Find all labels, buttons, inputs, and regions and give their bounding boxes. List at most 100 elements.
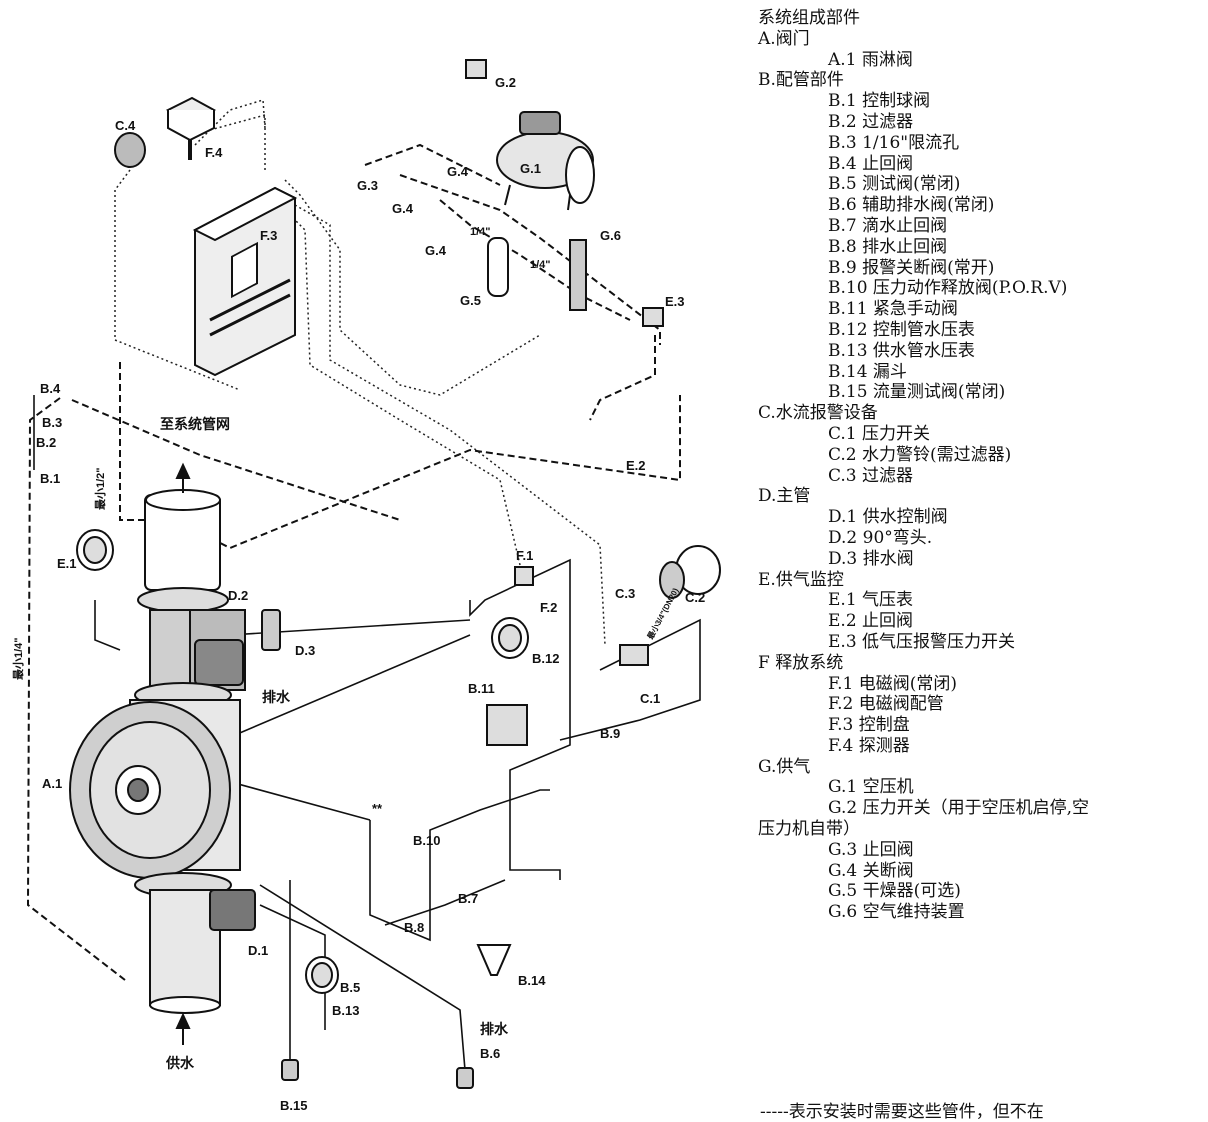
riser-assembly [69,489,256,1014]
pipe-f2-loop [469,558,571,880]
label-d2: D.2 [228,588,248,603]
label-min-half: 最小1/2" [93,467,107,510]
legend-group-name: A.阀门 [758,28,810,49]
label-g4-mid: G.4 [392,201,414,216]
label-g4-top: G.4 [447,164,469,179]
legend-item: C.3 过滤器 [828,465,914,486]
legend-item: B.5 测试阀(常闭) [828,174,961,195]
legend-item: G.4 关断阀 [828,860,914,881]
label-d1: D.1 [248,943,268,958]
pipe-dashed-compressor [364,143,501,186]
pipe-b6 [259,884,466,1071]
wire-main-3 [294,204,606,646]
legend-item: B.9 报警关断阀(常开) [828,257,995,278]
legend-group-name: E.供气监控 [758,569,844,590]
legend-item: E.1 气压表 [828,590,914,611]
label-g3: G.3 [357,178,378,193]
label-g2: G.2 [495,75,516,90]
label-c2: C.2 [685,590,705,605]
legend-title: 系统组成部件 [758,8,860,28]
pipe-main-diag [234,634,471,736]
label-b15: B.15 [280,1098,307,1113]
pipe-dashed-e3 [589,335,656,421]
label-b3: B.3 [42,415,62,430]
label-stars: ** [372,801,383,816]
valve-b6 [456,1067,474,1089]
label-g5: G.5 [460,293,481,308]
label-pipe-quarter-2: 1/4" [530,259,551,271]
valve-g6 [569,239,587,311]
legend-group-c: C.水流报警设备 C.1 压力开关 C.2 水力警铃(需过滤器) C.3 过滤器 [758,403,1203,486]
pipe-c1 [559,618,701,741]
label-to-system: 至系统管网 [160,416,230,432]
pressure-switch-e3 [642,307,664,327]
pipe-dashed-compressor2 [399,174,661,345]
legend-group-name: C.水流报警设备 [758,403,878,424]
label-b14: B.14 [518,973,546,988]
valve-b15 [281,1059,299,1081]
label-e1: E.1 [57,556,77,571]
label-supply: 供水 [165,1055,195,1071]
legend-item: B.10 压力动作释放阀(P.O.R.V) [828,278,1068,299]
pipe-b10 [369,789,550,942]
label-c1: C.1 [640,691,660,706]
legend-item: G.2 压力开关（用于空压机启停,空 [828,798,1090,819]
wire-f4 [209,114,266,170]
legend-item: G.6 空气维持装置 [828,902,965,923]
label-c4: C.4 [115,118,136,133]
dryer [487,237,509,297]
legend-item: B.15 流量测试阀(常闭) [828,382,1006,403]
legend-item: B.11 紧急手动阀 [828,299,958,320]
label-g4-low: G.4 [425,243,447,258]
label-g1: G.1 [520,161,541,176]
label-b10: B.10 [413,833,440,848]
legend-item: B.3 1/16"限流孔 [828,132,960,153]
label-b5: B.5 [340,980,360,995]
wire-c4 [114,169,241,391]
sprinkler-system-diagram: G.2 G.1 G.3 G.4 G.4 G.4 G.5 G.6 E.3 E.2 … [11,59,721,1113]
label-c3: C.3 [615,586,635,601]
legend-group-name: D.主管 [758,486,811,507]
legend-item: E.3 低气压报警压力开关 [828,631,1016,652]
legend-item: B.12 控制管水压表 [828,319,975,340]
legend-item: E.2 止回阀 [828,611,914,632]
legend-group-name: G.供气 [758,756,811,777]
label-g6: G.6 [600,228,621,243]
label-b12: B.12 [532,651,559,666]
pipe-b8 [384,879,506,926]
label-f4: F.4 [205,145,223,160]
label-b8: B.8 [404,920,424,935]
legend-item: B.6 辅助排水阀(常闭) [828,195,995,216]
label-f1: F.1 [516,548,533,563]
legend-item: C.1 压力开关 [828,423,931,444]
pressure-switch-c1 [619,644,649,666]
label-pipe-quarter-1: 1/4" [470,226,491,238]
legend-item: B.14 漏斗 [828,361,907,382]
legend-item: B.1 控制球阀 [828,91,931,112]
valve-d3 [261,609,281,651]
legend-item: B.2 过滤器 [828,111,914,132]
label-min-quarter: 最小1/4" [11,637,25,680]
pipe-dashed-g5 [439,199,631,321]
legend-item: B.4 止回阀 [828,153,914,174]
water-motor-gong [659,545,721,599]
pipe-b5 [259,904,326,1030]
pressure-switch-g2 [465,59,487,79]
manual-release-box [486,704,528,746]
legend-item: F.3 控制盘 [828,715,910,736]
legend-group-name: B.配管部件 [758,70,844,91]
wire-f4b [194,99,266,146]
legend-item-wrap: 压力机自带） [758,819,860,840]
legend-item: B.13 供水管水压表 [828,340,975,361]
legend-group-a: A.阀门 A.1 雨淋阀 [758,29,1203,71]
label-f2: F.2 [540,600,557,615]
pipe-e1 [94,600,121,651]
legend-item: G.5 干燥器(可选) [828,881,961,902]
pipe-dashed-upper-box [119,362,681,550]
label-b9: B.9 [600,726,620,741]
legend-group-b: B.配管部件 B.1 控制球阀 B.2 过滤器 B.3 1/16"限流孔 B.4… [758,70,1203,403]
legend-group-f: F 释放系统 F.1 电磁阀(常闭) F.2 电磁阀配管 F.3 控制盘 F.4… [758,653,1203,757]
legend-item: F.4 探测器 [828,735,910,756]
legend-item: D.3 排水阀 [828,548,914,569]
label-a1: A.1 [42,776,62,791]
